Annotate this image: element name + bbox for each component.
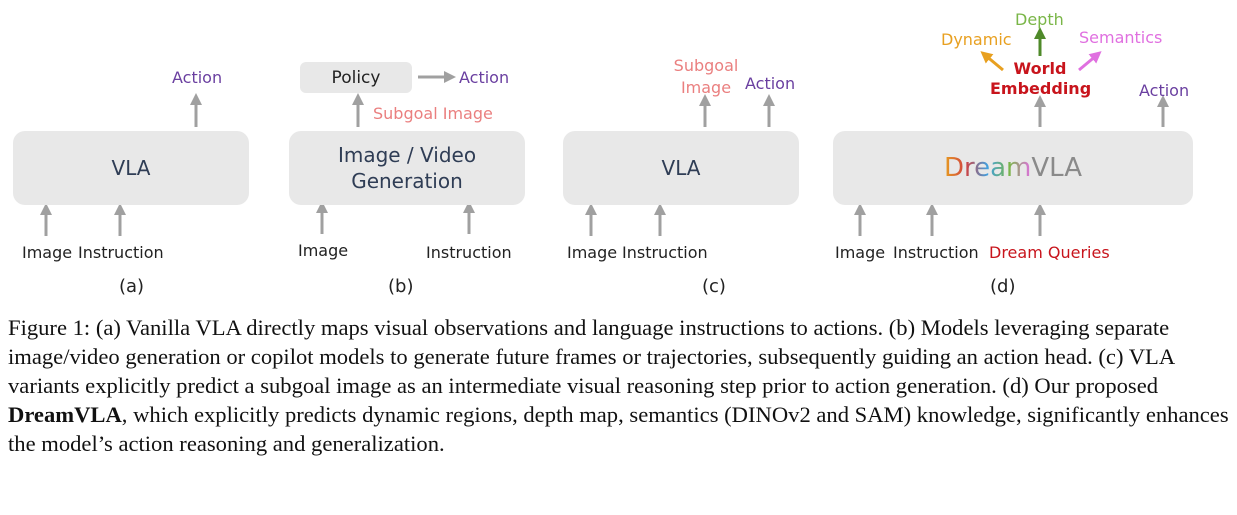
figure-diagram: VLA Action Image Instruction (a) Policy … — [13, 10, 1193, 297]
dreamvla-suffix: VLA — [1031, 153, 1083, 183]
world-embedding-label: World Embedding — [990, 59, 1092, 99]
subgoal-label-c-text: Subgoal Image — [673, 56, 739, 97]
panel-tag-d: (d) — [990, 276, 1016, 297]
image-label-b: Image — [298, 241, 349, 260]
image-label-c: Image — [567, 243, 618, 262]
figure-caption: Figure 1: (a) Vanilla VLA directly maps … — [8, 313, 1230, 458]
arrows-layer — [40, 27, 1169, 236]
image-label-d: Image — [835, 243, 886, 262]
instruction-label-a: Instruction — [78, 243, 164, 262]
panel-tag-a: (a) — [119, 276, 145, 297]
action-label-a: Action — [172, 68, 223, 87]
vla-box-c: VLA — [563, 131, 799, 205]
world-embedding-text: World Embedding — [990, 59, 1092, 98]
caption-tail: , which explicitly predicts dynamic regi… — [8, 402, 1229, 456]
subgoal-label-b: Subgoal Image — [373, 104, 493, 123]
semantics-label: Semantics — [1079, 28, 1163, 47]
policy-box-label: Policy — [331, 67, 381, 88]
generation-box: Image / Video Generation — [289, 131, 525, 205]
subgoal-label-c: Subgoal Image — [660, 55, 752, 99]
dream-queries-label: Dream Queries — [989, 243, 1110, 262]
instruction-label-d: Instruction — [893, 243, 979, 262]
panel-tag-c: (c) — [702, 276, 726, 297]
arrow-d-dynamic — [980, 51, 1004, 72]
image-label-a: Image — [22, 243, 73, 262]
arrow-d-semantics — [1078, 51, 1102, 72]
panel-tag-b: (b) — [388, 276, 414, 297]
policy-box: Policy — [300, 62, 412, 93]
action-label-c: Action — [745, 74, 796, 93]
caption-bold: DreamVLA — [8, 402, 122, 427]
vla-box-a: VLA — [13, 131, 249, 205]
dynamic-label: Dynamic — [941, 30, 1012, 49]
action-label-d: Action — [1139, 81, 1190, 100]
generation-box-label: Image / Video Generation — [337, 143, 477, 193]
vla-box-c-label: VLA — [661, 156, 701, 180]
depth-label: Depth — [1015, 10, 1064, 29]
vla-box-a-label: VLA — [111, 156, 151, 180]
instruction-label-b: Instruction — [426, 243, 512, 262]
dreamvla-prefix: Dream — [943, 153, 1032, 183]
action-label-b: Action — [459, 68, 510, 87]
instruction-label-c: Instruction — [622, 243, 708, 262]
caption-lead: Figure 1: (a) Vanilla VLA directly maps … — [8, 315, 1174, 398]
